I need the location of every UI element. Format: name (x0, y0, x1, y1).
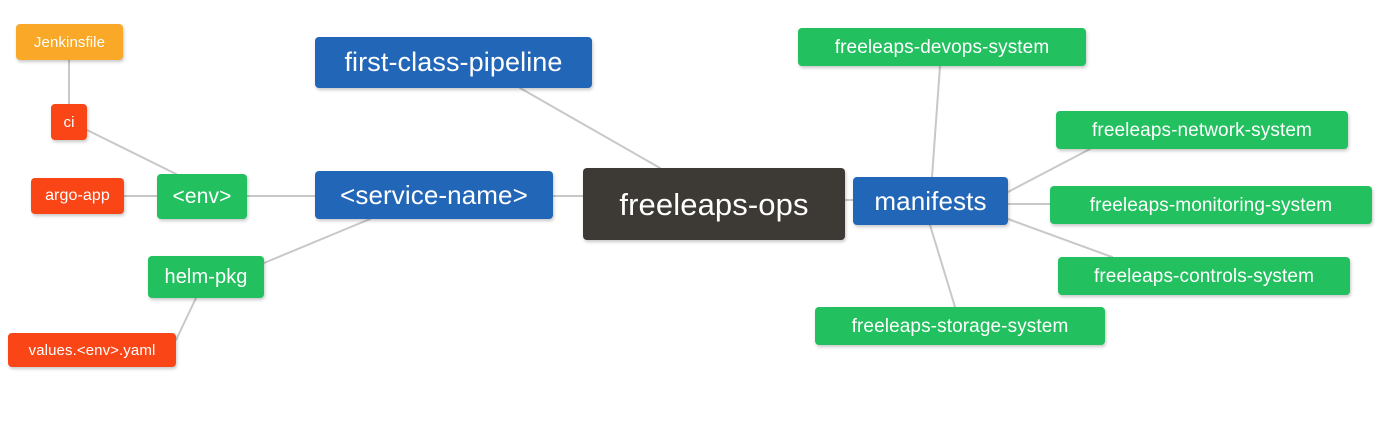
node-label-manifests: manifests (874, 186, 987, 216)
node-values-yaml[interactable]: values.<env>.yaml (8, 333, 176, 367)
node-label-service-name: <service-name> (340, 180, 528, 210)
node-label-devops: freeleaps-devops-system (834, 36, 1050, 58)
node-label-values-yaml: values.<env>.yaml (28, 341, 156, 359)
node-label-monitoring: freeleaps-monitoring-system (1089, 194, 1333, 216)
node-label-jenkinsfile: Jenkinsfile (33, 33, 106, 51)
edge-manifests-devops (931, 65, 941, 178)
edge-ci-env (86, 129, 177, 175)
node-label-env: <env> (172, 185, 232, 208)
edge-valuesyaml-helmpkg (175, 297, 197, 341)
node-label-pipeline: first-class-pipeline (344, 47, 563, 77)
edge-pipeline-root (519, 87, 661, 169)
node-label-storage: freeleaps-storage-system (851, 315, 1069, 337)
node-label-root: freeleaps-ops (619, 186, 809, 222)
node-monitoring[interactable]: freeleaps-monitoring-system (1050, 186, 1372, 224)
node-helm-pkg[interactable]: helm-pkg (148, 256, 264, 298)
node-service-name[interactable]: <service-name> (315, 171, 553, 219)
edge-helmpkg-servicename (263, 218, 371, 264)
node-label-helm-pkg: helm-pkg (164, 266, 248, 288)
node-manifests[interactable]: manifests (853, 177, 1008, 225)
node-storage[interactable]: freeleaps-storage-system (815, 307, 1105, 345)
edge-manifests-controls (1007, 218, 1113, 258)
node-controls[interactable]: freeleaps-controls-system (1058, 257, 1350, 295)
node-root[interactable]: freeleaps-ops (583, 168, 845, 240)
node-env[interactable]: <env> (157, 174, 247, 219)
node-label-controls: freeleaps-controls-system (1093, 265, 1315, 287)
node-network[interactable]: freeleaps-network-system (1056, 111, 1348, 149)
node-argo-app[interactable]: argo-app (31, 178, 124, 214)
node-label-ci: ci (63, 113, 75, 131)
edge-manifests-storage (929, 224, 956, 308)
node-pipeline[interactable]: first-class-pipeline (315, 37, 592, 88)
node-label-argo-app: argo-app (45, 187, 110, 204)
node-ci[interactable]: ci (51, 104, 87, 140)
node-devops[interactable]: freeleaps-devops-system (798, 28, 1086, 66)
node-jenkinsfile[interactable]: Jenkinsfile (16, 24, 123, 60)
node-label-network: freeleaps-network-system (1092, 119, 1312, 141)
